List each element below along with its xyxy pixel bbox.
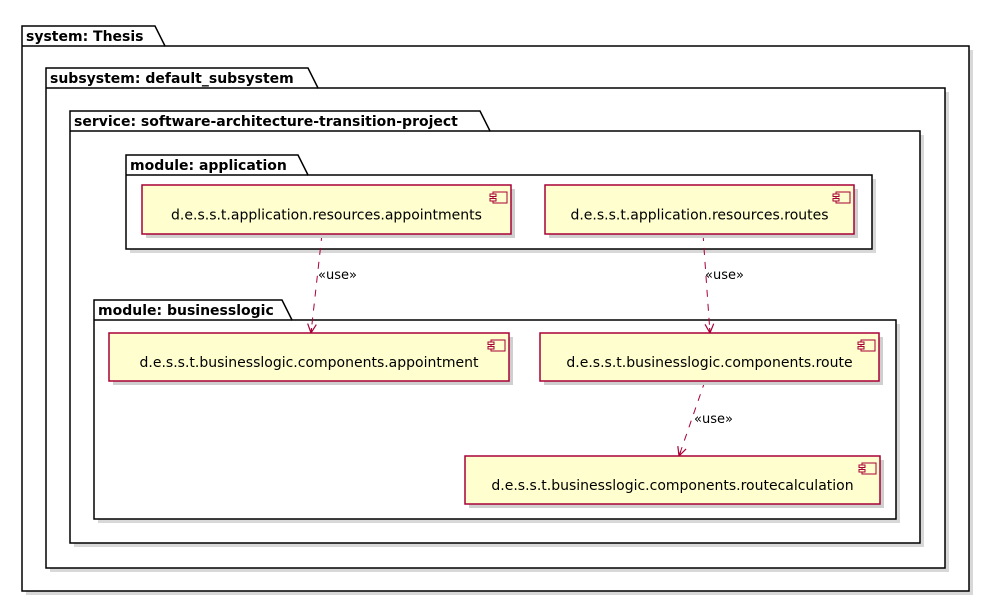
edge-line xyxy=(310,233,323,334)
component-icon xyxy=(832,191,851,204)
component-label: d.e.s.s.t.application.resources.appointm… xyxy=(171,208,482,224)
component-bl_appointment: d.e.s.s.t.businesslogic.components.appoi… xyxy=(108,332,513,385)
component-icon xyxy=(487,339,506,352)
component-icon xyxy=(858,462,877,475)
component-box xyxy=(108,332,510,382)
edge-label: «use» xyxy=(694,412,733,427)
package-title: module: businesslogic xyxy=(98,303,274,319)
edge-line xyxy=(702,233,711,334)
component-box xyxy=(464,455,881,505)
component-label: d.e.s.s.t.application.resources.routes xyxy=(570,208,828,224)
use-dependency-edge: «use» xyxy=(307,233,357,335)
component-box xyxy=(544,184,855,235)
package-title: subsystem: default_subsystem xyxy=(50,71,294,87)
use-dependency-edge: «use» xyxy=(677,380,733,458)
component-label: d.e.s.s.t.businesslogic.components.route… xyxy=(491,478,853,494)
component-bl_route: d.e.s.s.t.businesslogic.components.route xyxy=(539,332,883,385)
edge-label: «use» xyxy=(705,268,744,283)
package-title: system: Thesis xyxy=(26,29,144,45)
component-box xyxy=(141,184,512,235)
component-app_routes: d.e.s.s.t.application.resources.routes xyxy=(544,184,858,238)
edge-label: «use» xyxy=(318,268,357,283)
component-bl_routecalc: d.e.s.s.t.businesslogic.components.route… xyxy=(464,455,884,508)
component-app_appointments: d.e.s.s.t.application.resources.appointm… xyxy=(141,184,515,238)
component-box xyxy=(539,332,880,382)
component-label: d.e.s.s.t.businesslogic.components.route xyxy=(566,355,852,371)
component-label: d.e.s.s.t.businesslogic.components.appoi… xyxy=(140,355,479,371)
package-title: module: application xyxy=(130,158,287,174)
component-icon xyxy=(489,191,508,204)
package-title: service: software-architecture-transitio… xyxy=(74,114,458,130)
component-icon xyxy=(857,339,876,352)
